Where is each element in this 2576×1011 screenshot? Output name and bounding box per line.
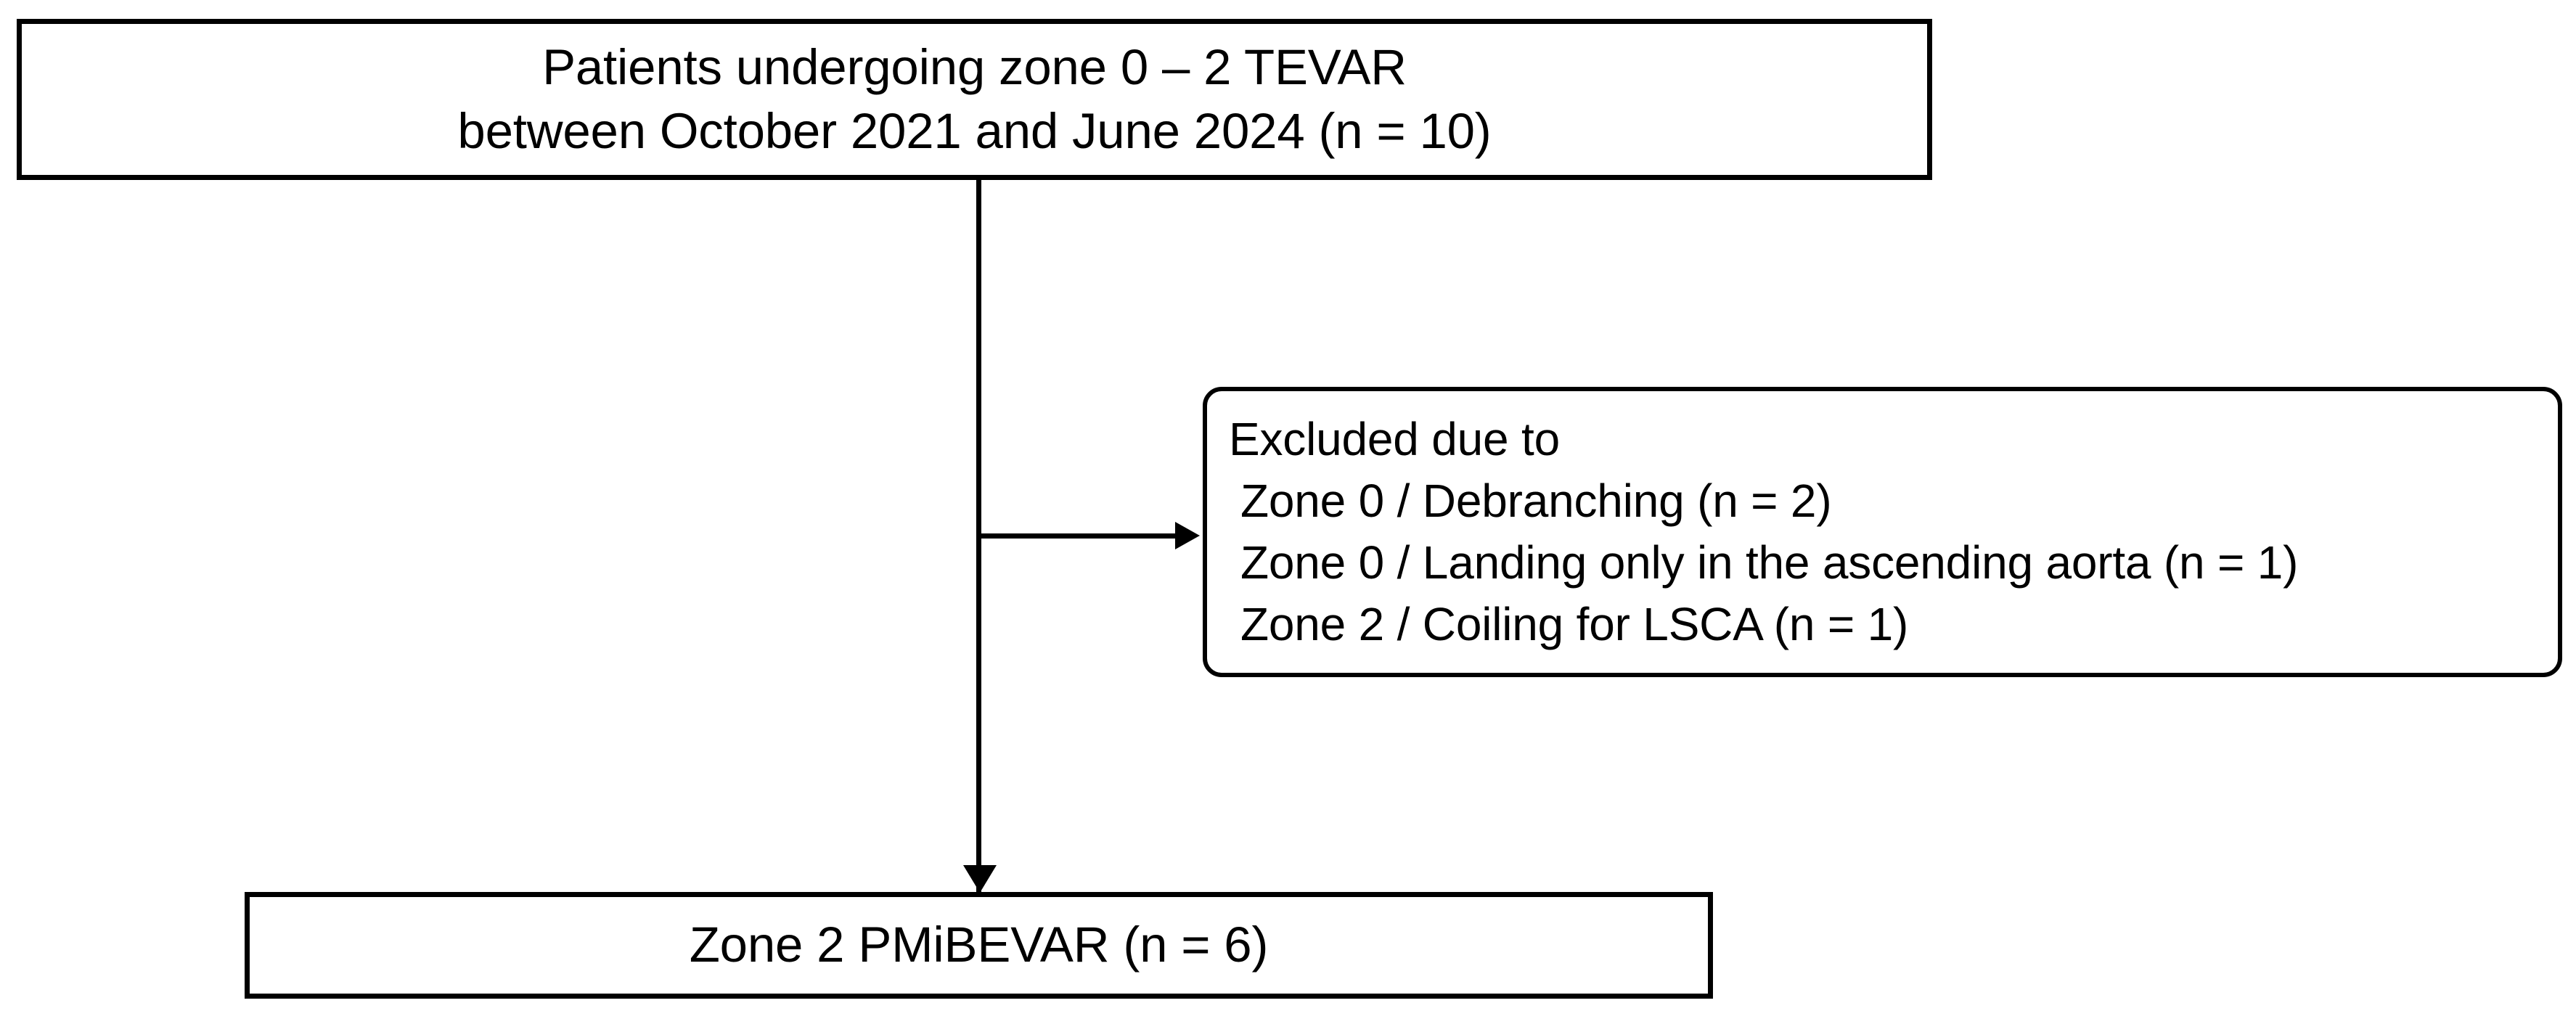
outcome-line-1: Zone 2 PMiBEVAR (n = 6) bbox=[689, 917, 1269, 973]
node-cohort-box: Patients undergoing zone 0 – 2 TEVAR bet… bbox=[17, 19, 1932, 180]
excluded-reason-1: Zone 0 / Debranching (n = 2) bbox=[1240, 474, 1832, 527]
connector-branch-arrowhead-icon bbox=[1175, 522, 1200, 549]
connector-branch-horizontal-line bbox=[976, 533, 1178, 539]
excluded-heading: Excluded due to bbox=[1229, 412, 1561, 465]
node-excluded-box: Excluded due to Zone 0 / Debranching (n … bbox=[1203, 387, 2562, 677]
connector-trunk-arrowhead-icon bbox=[963, 865, 997, 893]
cohort-line-2: between October 2021 and June 2024 (n = … bbox=[457, 103, 1492, 159]
cohort-line-1: Patients undergoing zone 0 – 2 TEVAR bbox=[542, 38, 1407, 95]
node-outcome-box: Zone 2 PMiBEVAR (n = 6) bbox=[245, 892, 1713, 999]
excluded-reason-3: Zone 2 / Coiling for LSCA (n = 1) bbox=[1240, 598, 1909, 651]
excluded-reason-2: Zone 0 / Landing only in the ascending a… bbox=[1240, 536, 2299, 589]
